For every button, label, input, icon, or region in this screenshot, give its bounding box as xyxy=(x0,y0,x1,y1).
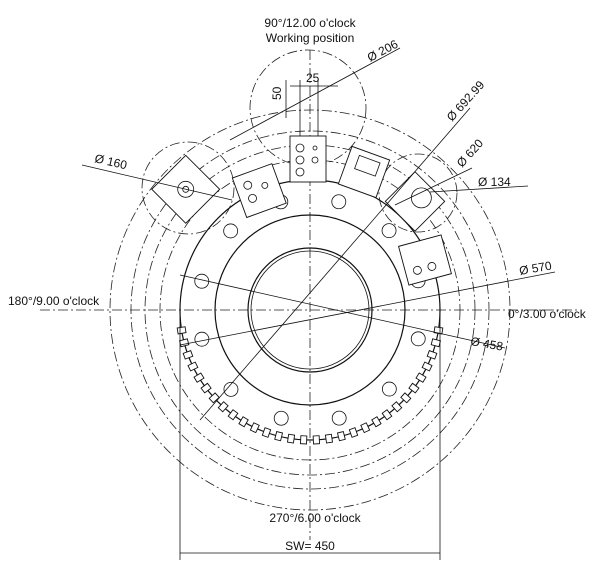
dim-692: Ø 692.99 xyxy=(444,78,488,124)
label-left-position: 180°/9.00 o'clock xyxy=(8,294,100,308)
coolant-block xyxy=(286,433,296,444)
mounting-hole xyxy=(331,410,347,426)
leader-620 xyxy=(394,167,473,206)
coolant-block xyxy=(300,435,308,445)
coolant-block xyxy=(208,392,220,404)
circle-620 xyxy=(130,130,490,490)
leader-570 xyxy=(179,271,556,346)
coolant-block xyxy=(193,372,205,383)
dim-25: 25 xyxy=(306,71,320,85)
dim-134: Ø 134 xyxy=(478,175,511,189)
label-top-position: 90°/12.00 o'clock xyxy=(264,16,356,30)
mounting-hole xyxy=(223,381,239,397)
coolant-block xyxy=(430,338,441,348)
leader-458 xyxy=(179,274,506,349)
coolant-block xyxy=(400,392,412,404)
coolant-block xyxy=(312,435,320,445)
dim-570: Ø 570 xyxy=(518,258,553,278)
dim-620: Ø 620 xyxy=(454,136,486,170)
dim-458: Ø 458 xyxy=(469,334,504,354)
leader-206 xyxy=(229,47,401,141)
label-bottom-position: 270°/6.00 o'clock xyxy=(269,511,361,525)
coolant-block xyxy=(391,401,403,413)
coolant-block xyxy=(426,350,438,360)
coolant-block xyxy=(261,427,272,438)
mounting-hole xyxy=(381,223,397,239)
coolant-block xyxy=(179,338,190,348)
mounting-hole xyxy=(223,223,239,239)
coolant-block xyxy=(200,382,212,394)
bore-inner xyxy=(250,250,370,370)
tool-holder-6 xyxy=(398,234,452,286)
coolant-block xyxy=(421,361,433,372)
leader-134 xyxy=(429,185,529,193)
leader-692 xyxy=(199,107,471,421)
tool-holder-2 xyxy=(231,163,287,219)
coolant-block xyxy=(249,422,260,434)
coolant-block xyxy=(238,416,249,428)
mounting-hole xyxy=(410,331,426,347)
mounting-hole xyxy=(331,194,347,210)
coolant-block xyxy=(227,409,239,421)
tool-holder-4 xyxy=(337,145,391,199)
mounting-hole xyxy=(273,410,289,426)
bore-outer xyxy=(247,247,373,373)
circle-692 xyxy=(109,109,511,511)
disc-studs xyxy=(176,194,444,445)
coolant-block xyxy=(381,409,393,421)
label-working-position: Working position xyxy=(266,31,355,45)
coolant-block xyxy=(371,416,382,428)
tool-holder-134 xyxy=(384,171,446,232)
coolant-block xyxy=(324,433,334,444)
tool-circle-134 xyxy=(378,153,458,233)
dim-50: 50 xyxy=(270,86,284,100)
mounting-hole xyxy=(381,381,397,397)
leader-160 xyxy=(81,164,233,201)
coolant-block xyxy=(187,361,199,372)
tool-circle-160 xyxy=(141,141,235,235)
coolant-block xyxy=(176,326,187,335)
coolant-block xyxy=(415,372,427,383)
mounting-hole xyxy=(194,331,210,347)
coolant-block xyxy=(217,401,229,413)
dim-sw: SW= 450 xyxy=(285,539,335,553)
label-right-position: 0°/3.00 o'clock xyxy=(508,307,587,321)
coolant-block xyxy=(274,431,284,442)
coolant-block xyxy=(408,382,420,394)
inner-ring xyxy=(214,214,406,406)
coolant-block xyxy=(336,431,346,442)
coolant-block xyxy=(182,350,194,360)
tool-holder-top xyxy=(289,80,327,183)
dim-206: Ø 206 xyxy=(365,37,401,65)
coolant-block xyxy=(348,427,359,438)
coolant-block xyxy=(360,422,371,434)
